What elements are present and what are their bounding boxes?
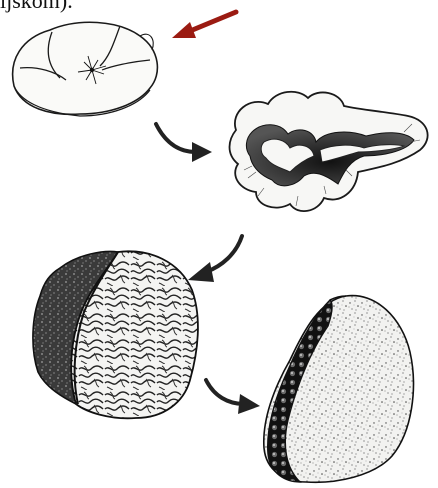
- flow-arrow-2-icon: [188, 236, 242, 282]
- stage-4-figure: [264, 296, 414, 483]
- stage-3-figure: [33, 251, 198, 418]
- stage-1-figure: [13, 22, 158, 116]
- flow-arrow-3-icon: [206, 380, 260, 414]
- flow-arrow-1-icon: [156, 124, 212, 162]
- stage-2-figure: [230, 92, 428, 211]
- red-pointer-arrow-icon: [172, 12, 236, 38]
